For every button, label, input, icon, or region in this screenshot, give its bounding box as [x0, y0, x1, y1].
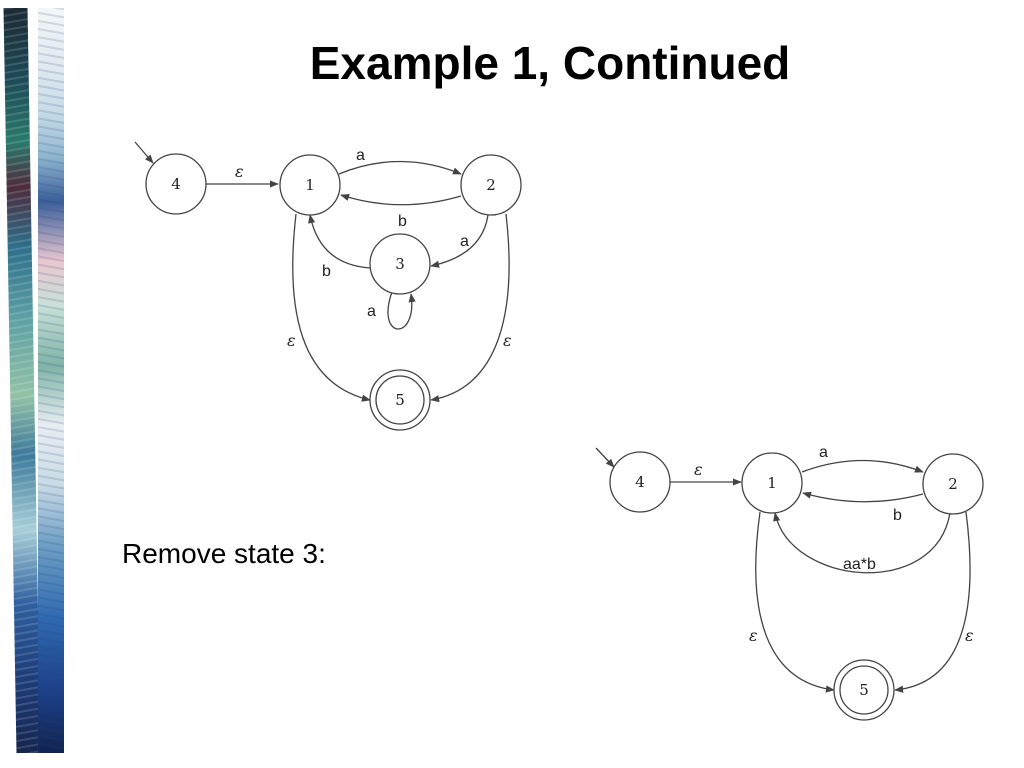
edge-label-4-1-after: ε	[694, 460, 703, 479]
edge-label-4-1-before: ε	[235, 162, 244, 181]
edge-label-3-3-before: a	[367, 303, 376, 320]
diagram-after: ε a b aa*b ε ε 4 1 2 5	[595, 444, 984, 721]
edge-label-1-5-before: ε	[287, 331, 296, 350]
edge-2-3-before	[430, 214, 489, 268]
edge-label-2-5-before: ε	[503, 331, 512, 350]
svg-text:5: 5	[859, 681, 869, 699]
svg-text:3: 3	[395, 255, 405, 273]
edge-label-2-3-before: a	[460, 233, 469, 250]
svg-text:5: 5	[395, 391, 405, 409]
edge-label-2-1-after: b	[893, 507, 902, 524]
edge-1-2-before	[338, 160, 462, 175]
edge-1-5-after	[755, 511, 835, 693]
svg-text:1: 1	[767, 474, 777, 492]
edge-label-2-5-after: ε	[965, 626, 974, 645]
edge-label-1-2-before: a	[356, 147, 365, 164]
edge-2-1-before	[340, 194, 462, 206]
slide-caption: Remove state 3:	[122, 538, 326, 569]
edge-2-1-aab-after	[773, 512, 951, 574]
edge-3-3-before	[387, 291, 416, 330]
edge-2-5-before	[430, 213, 510, 403]
state-5-after: 5	[833, 659, 895, 721]
state-4-after: 4	[609, 451, 671, 513]
edge-label-3-1-before: b	[322, 263, 331, 280]
decorative-strip-right	[38, 8, 64, 753]
state-4-before: 4	[145, 153, 207, 215]
edge-1-2-after	[801, 459, 924, 473]
state-3-before: 3	[369, 233, 431, 295]
edge-3-1-before	[308, 214, 372, 269]
edge-label-1-2-after: a	[819, 444, 828, 461]
state-2-after: 2	[922, 453, 984, 515]
edge-label-2-1-aab-after: aa*b	[843, 556, 876, 573]
edge-label-2-1-before: b	[398, 213, 407, 230]
diagram-before: ε a b a b a ε ε 4 1 2	[134, 141, 522, 431]
state-1-after: 1	[741, 452, 803, 514]
start-arrow-before	[134, 141, 154, 164]
svg-text:4: 4	[635, 473, 645, 491]
edge-2-5-after	[894, 511, 971, 693]
edge-2-1-after	[802, 491, 924, 503]
state-1-before: 1	[279, 154, 341, 216]
edge-label-1-5-after: ε	[749, 626, 758, 645]
state-5-before: 5	[369, 369, 431, 431]
start-arrow-after	[595, 447, 615, 468]
slide-title: Example 1, Continued	[309, 37, 791, 89]
svg-text:2: 2	[948, 475, 958, 493]
svg-text:1: 1	[305, 176, 315, 194]
svg-text:4: 4	[171, 175, 181, 193]
state-2-before: 2	[460, 154, 522, 216]
edge-1-5-before	[292, 213, 371, 402]
svg-text:2: 2	[486, 176, 496, 194]
